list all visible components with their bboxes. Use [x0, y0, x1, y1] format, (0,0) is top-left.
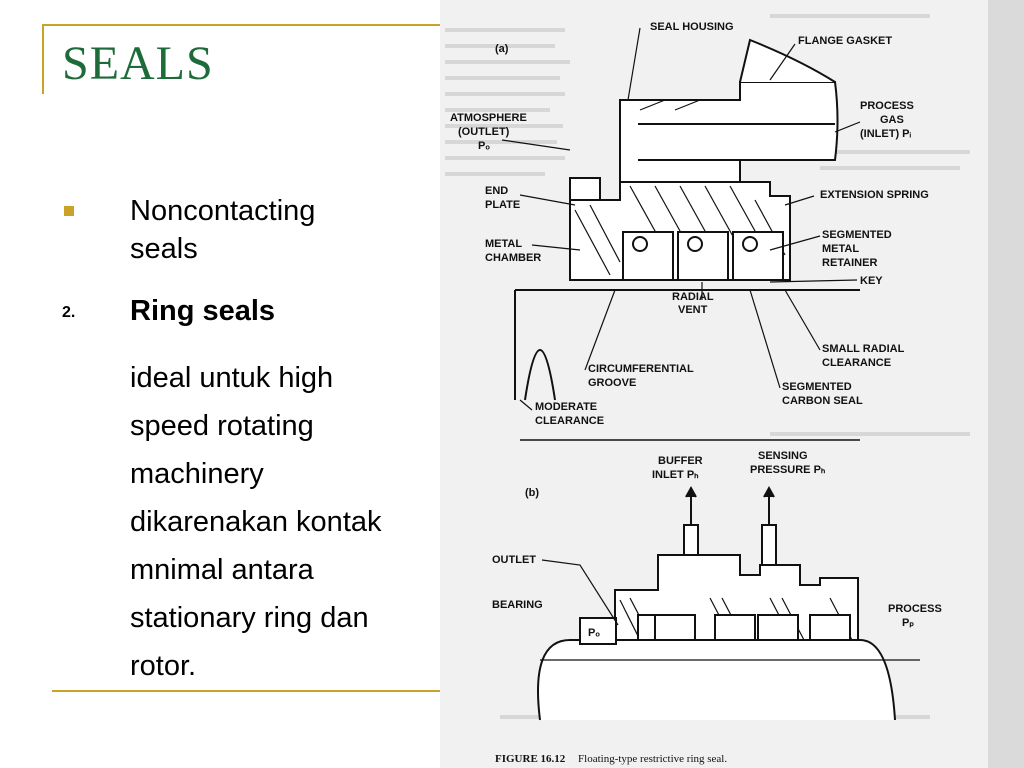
ring-seal-figure: (a) — [440, 0, 1024, 768]
label-radial-vent-2: VENT — [678, 304, 708, 316]
figure-caption-text: Floating-type restrictive ring seal. — [578, 753, 727, 765]
label-moderate-clearance-2: CLEARANCE — [535, 415, 604, 427]
label-process: PROCESS — [888, 603, 942, 615]
scan-edge-shadow — [988, 0, 1024, 768]
panel-b-leaders — [541, 559, 619, 626]
label-segmented-carbon-seal: SEGMENTED — [782, 381, 852, 393]
label-process-gas: PROCESS — [860, 100, 914, 112]
label-atmosphere: ATMOSPHERE — [450, 112, 527, 124]
label-buffer-inlet: BUFFER — [658, 455, 703, 467]
label-process-gas-2: GAS — [880, 114, 904, 126]
label-flange-gasket: FLANGE GASKET — [798, 35, 892, 47]
ring-seal-diagram: (a) — [440, 0, 1024, 768]
label-po: Pₒ — [588, 627, 600, 639]
label-circumferential-groove-2: GROOVE — [588, 377, 636, 389]
label-key: KEY — [860, 275, 883, 287]
label-end-plate: END — [485, 185, 508, 197]
label-moderate-clearance: MODERATE — [535, 401, 597, 413]
label-sensing-pressure-2: PRESSURE Pₕ — [750, 464, 826, 476]
item-heading: Ring seals — [130, 295, 276, 327]
label-seal-housing: SEAL HOUSING — [650, 21, 734, 33]
slide-title: SEALS — [62, 37, 214, 90]
label-small-radial-clearance: SMALL RADIAL — [822, 343, 905, 355]
item-number: 2. — [62, 304, 76, 321]
figure-caption-number: FIGURE 16.12 — [495, 753, 566, 765]
title-rule-vertical — [42, 24, 44, 94]
label-bearing: BEARING — [492, 599, 543, 611]
label-segmented-metal-retainer: SEGMENTED — [822, 229, 892, 241]
label-end-plate-2: PLATE — [485, 199, 520, 211]
label-sensing-pressure: SENSING — [758, 450, 808, 462]
label-buffer-inlet-2: INLET Pₕ — [652, 469, 699, 481]
panel-b-labels: BUFFER INLET Pₕ SENSING PRESSURE Pₕ OUTL… — [492, 450, 942, 639]
figure-caption: FIGURE 16.12 Floating-type restrictive r… — [495, 753, 727, 765]
label-process-gas-inlet: (INLET) Pᵢ — [860, 128, 911, 140]
label-circumferential-groove: CIRCUMFERENTIAL — [588, 363, 694, 375]
label-atmosphere-outlet: (OUTLET) — [458, 126, 510, 138]
label-atmosphere-po: Pₒ — [478, 140, 490, 152]
panel-a-leaders — [501, 27, 861, 411]
label-segmented-metal-retainer-2: METAL — [822, 243, 859, 255]
label-segmented-metal-retainer-3: RETAINER — [822, 257, 877, 269]
label-process-pp: Pₚ — [902, 617, 914, 629]
panel-b-label: (b) — [525, 487, 539, 499]
label-metal-chamber-2: CHAMBER — [485, 252, 541, 264]
footer-rule — [52, 690, 440, 692]
panel-a-label: (a) — [495, 43, 509, 55]
label-radial-vent: RADIAL — [672, 291, 714, 303]
bullet-text: Noncontacting seals — [130, 195, 316, 265]
title-rule-horizontal — [42, 24, 440, 26]
panel-a-drawing — [514, 38, 860, 441]
label-small-radial-clearance-2: CLEARANCE — [822, 357, 891, 369]
panel-b-drawing — [537, 485, 920, 721]
square-bullet-icon — [64, 206, 74, 216]
label-metal-chamber: METAL — [485, 238, 522, 250]
label-segmented-carbon-seal-2: CARBON SEAL — [782, 395, 863, 407]
label-outlet: OUTLET — [492, 554, 536, 566]
item-body-text: ideal untuk high speed rotating machiner… — [130, 362, 382, 682]
panel-a-labels: SEAL HOUSING FLANGE GASKET ATMOSPHERE (O… — [450, 21, 929, 427]
label-extension-spring: EXTENSION SPRING — [820, 189, 929, 201]
